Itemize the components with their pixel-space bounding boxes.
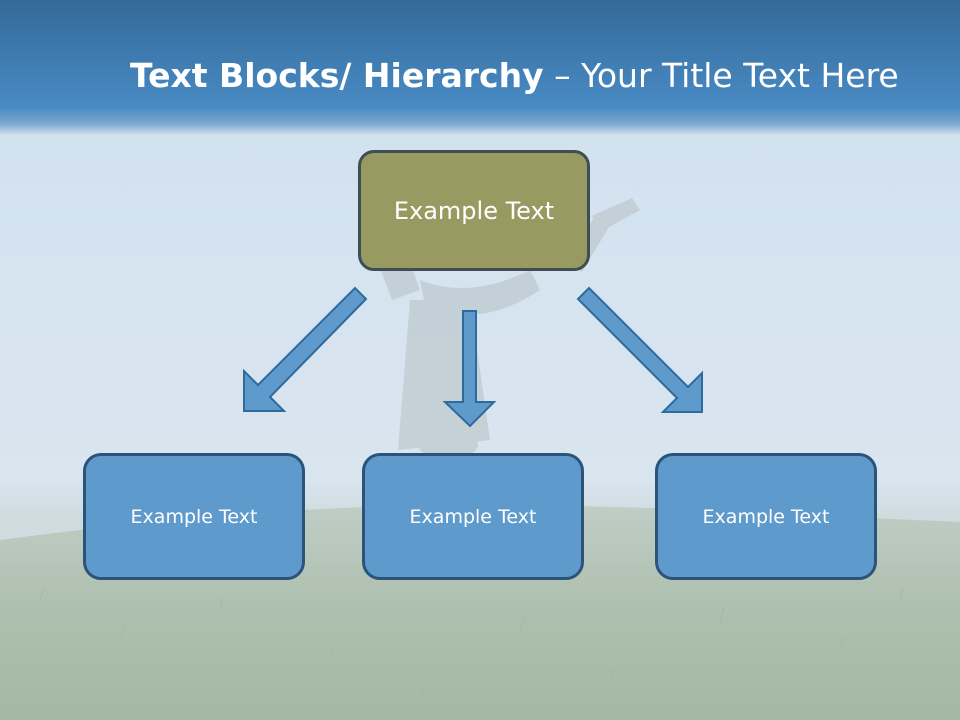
- root-node: Example Text: [358, 150, 590, 271]
- child-node-label: Example Text: [702, 505, 830, 528]
- grass-texture: [39, 587, 904, 701]
- slide-title: Text Blocks/ Hierarchy – Your Title Text…: [130, 50, 930, 102]
- arrow-left: [243, 286, 368, 412]
- title-bold: Text Blocks/ Hierarchy: [130, 56, 544, 95]
- child-node-label: Example Text: [409, 505, 537, 528]
- title-rest: – Your Title Text Here: [543, 56, 899, 95]
- title-band: [0, 0, 960, 135]
- arrow-center: [442, 310, 497, 428]
- root-node-label: Example Text: [393, 196, 555, 225]
- child-node-left: Example Text: [83, 453, 305, 580]
- child-node-center: Example Text: [362, 453, 584, 580]
- arrow-right: [576, 286, 703, 413]
- child-node-label: Example Text: [130, 505, 258, 528]
- child-node-right: Example Text: [655, 453, 877, 580]
